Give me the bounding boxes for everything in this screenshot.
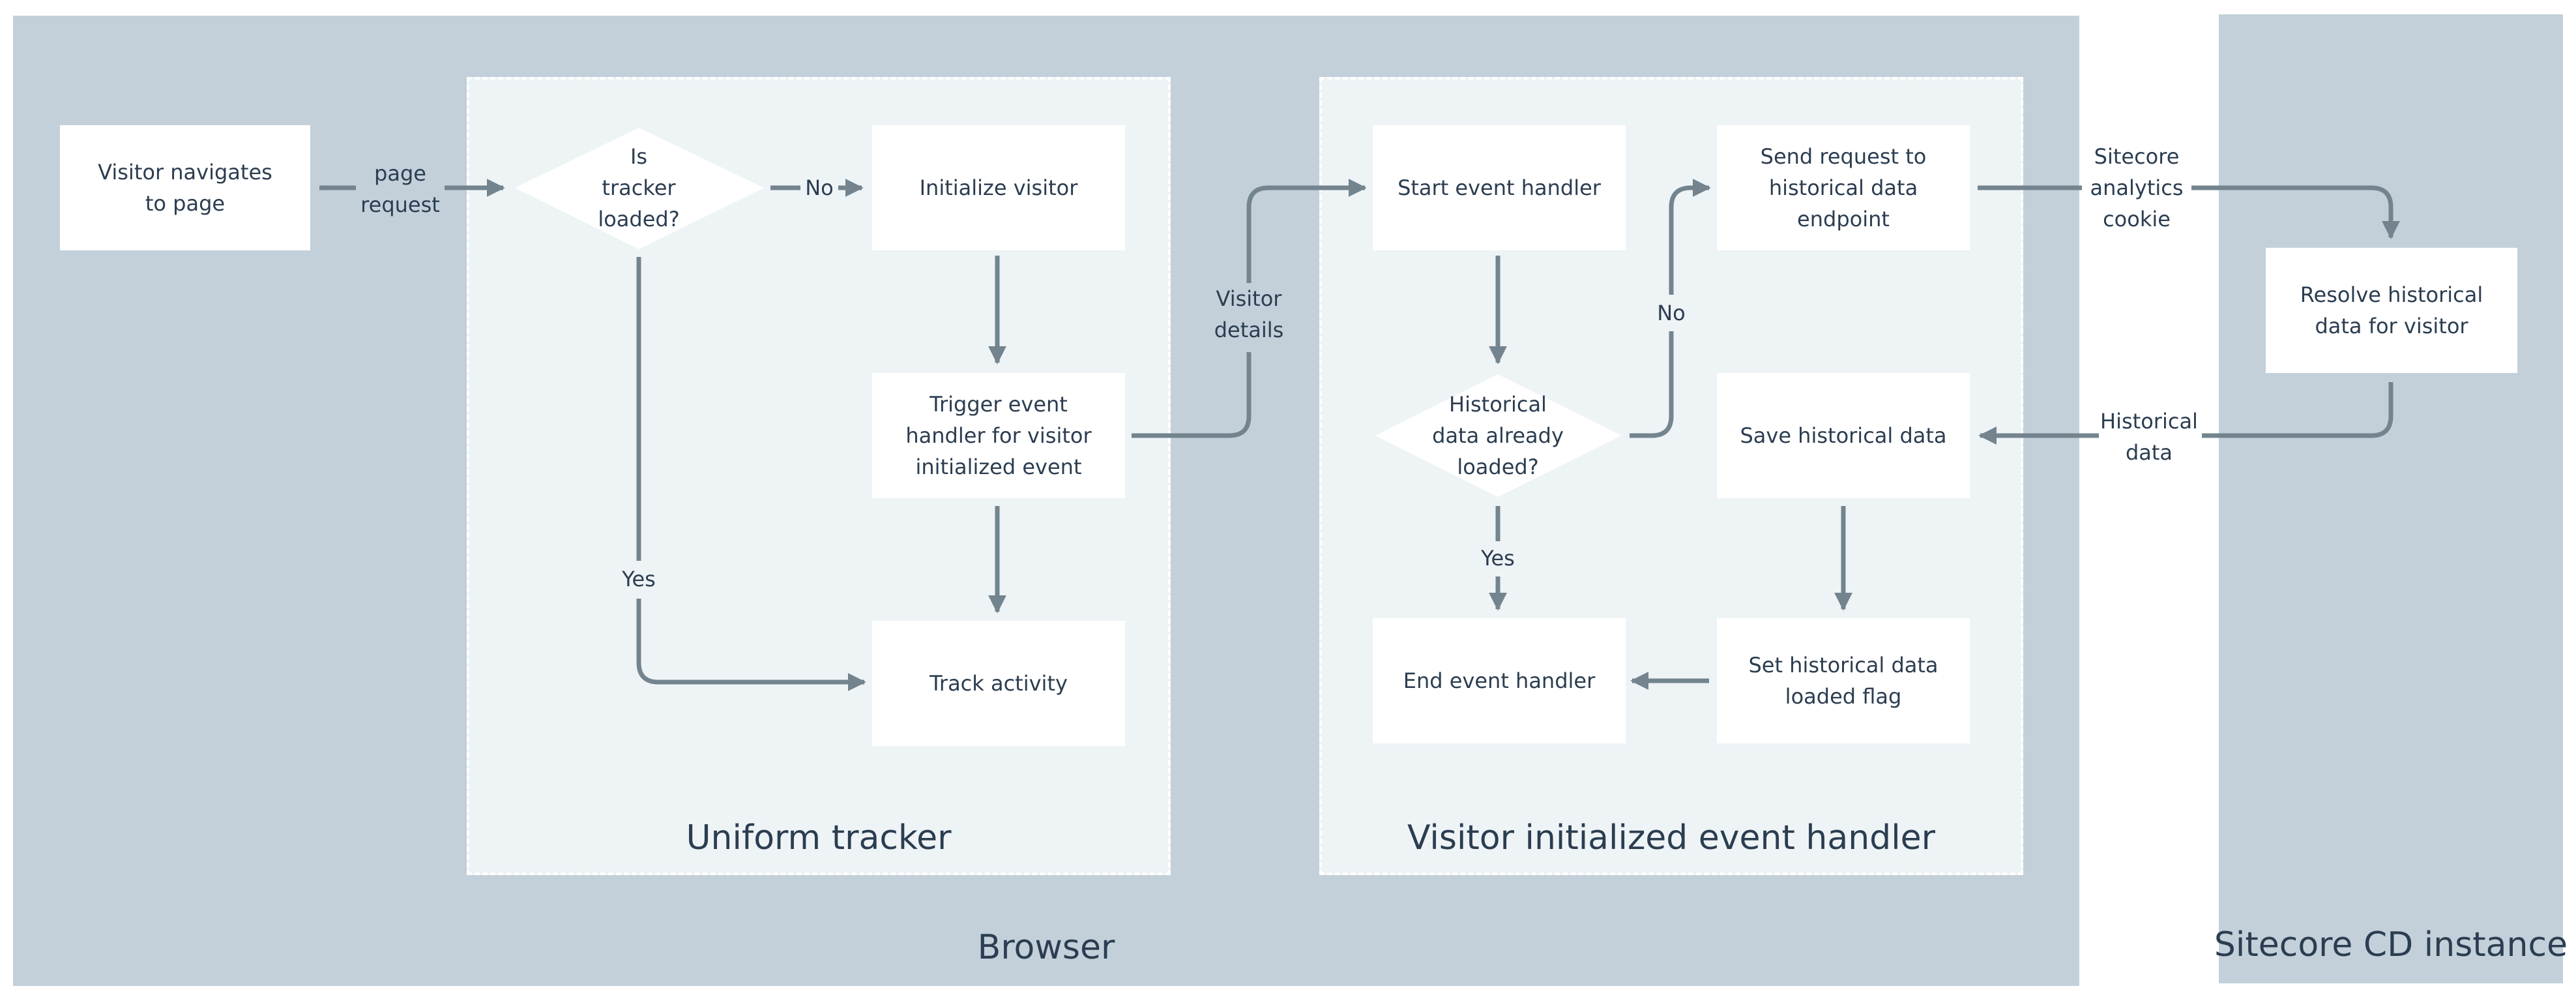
node-send-request: Send request to historical data endpoint [1717, 125, 1970, 250]
decision-historical-loaded-shape [1375, 374, 1622, 497]
node-track-activity: Track activity [872, 621, 1125, 746]
edge-visitor-details-a [1132, 352, 1251, 438]
edge-no-2-b [1669, 179, 1711, 295]
node-start-event-handler: Start event handler [1373, 125, 1626, 250]
label-yes-1: Yes [622, 567, 656, 591]
node-set-historical-flag: Set historical data loaded flag [1717, 618, 1970, 743]
node-historical-data-loaded: Historical data already loaded? [1432, 392, 1564, 479]
label-yes-2: Yes [1481, 546, 1515, 571]
edge-historical-a [2202, 382, 2393, 438]
title-sitecore-cd-instance: Sitecore CD instance [2214, 925, 2568, 964]
label-page-request: page request [360, 161, 440, 217]
title-uniform-tracker: Uniform tracker [686, 818, 952, 857]
edge-no-2-a [1630, 331, 1674, 438]
edge-yes-1-b [636, 599, 866, 691]
label-visitor-details: Visitor details [1214, 286, 1284, 342]
node-end-event-handler: End event handler [1373, 618, 1626, 743]
label-historical-data: Historical data [2100, 409, 2198, 465]
title-visitor-initialized-handler: Visitor initialized event handler [1407, 818, 1936, 857]
node-trigger-event-handler: Trigger event handler for visitor initia… [872, 373, 1125, 498]
label-sitecore-analytics-cookie: Sitecore analytics cookie [2090, 144, 2184, 231]
node-visitor-navigates: Visitor navigates to page [60, 125, 310, 250]
node-resolve-historical-data: Resolve historical data for visitor [2266, 248, 2517, 373]
edge-visitor-details-b [1246, 179, 1367, 283]
decision-is-tracker-loaded-shape [515, 128, 764, 249]
title-browser: Browser [977, 928, 1115, 967]
edge-cookie-b [2191, 185, 2400, 239]
sitecore-cd-region [2219, 14, 2563, 983]
label-no-1: No [805, 175, 834, 200]
node-is-tracker-loaded: Is tracker loaded? [598, 144, 680, 231]
label-no-2: No [1657, 301, 1686, 325]
node-save-historical-data: Save historical data [1717, 373, 1970, 498]
node-initialize-visitor: Initialize visitor [872, 125, 1125, 250]
